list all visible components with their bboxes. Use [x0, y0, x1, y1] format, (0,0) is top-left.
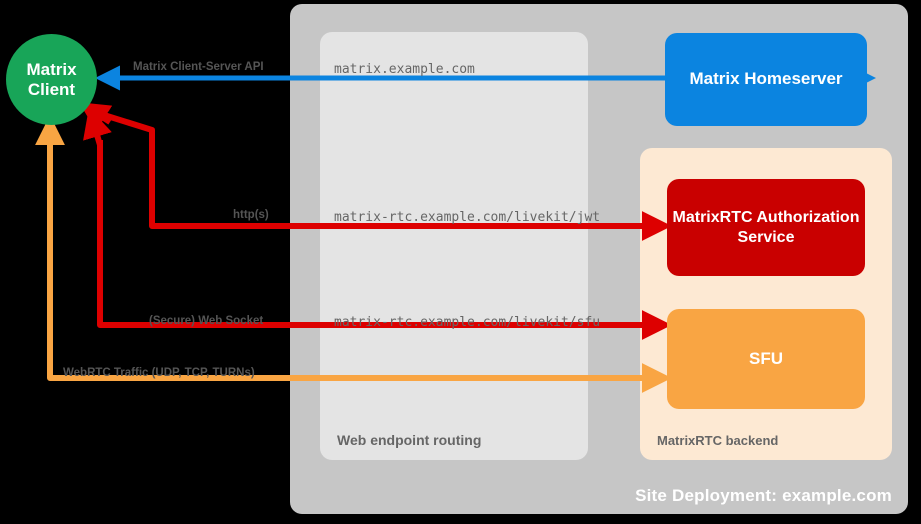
label-http-s: http(s) [233, 209, 269, 221]
node-matrix-homeserver[interactable]: Matrix Homeserver [665, 33, 867, 126]
matrix-client-label-line2: Client [27, 79, 76, 99]
endpoint-matrix-example-com: matrix.example.com [334, 62, 475, 77]
endpoint-livekit-jwt: matrix-rtc.example.com/livekit/jwt [334, 210, 601, 225]
label-matrix-client-server-api: Matrix Client-Server API [133, 61, 264, 73]
matrixrtc-backend-label: MatrixRTC backend [657, 433, 779, 448]
node-matrixrtc-authorization-service[interactable]: MatrixRTC Authorization Service [667, 179, 865, 276]
node-matrix-client[interactable]: Matrix Client [6, 34, 97, 125]
label-webrtc-traffic: WebRTC Traffic (UDP, TCP, TURNs) [63, 367, 255, 379]
web-endpoint-routing-label: Web endpoint routing [337, 432, 482, 448]
endpoint-livekit-sfu: matrix-rtc.example.com/livekit/sfu [334, 315, 601, 330]
node-sfu[interactable]: SFU [667, 309, 865, 409]
matrix-client-label-line1: Matrix [26, 59, 77, 79]
label-secure-web-socket: (Secure) Web Socket [149, 315, 264, 327]
site-deployment-label: Site Deployment: example.com [635, 486, 892, 505]
matrix-homeserver-label: Matrix Homeserver [689, 69, 843, 89]
matrixrtc-authorization-service-label: MatrixRTC Authorization Service [672, 208, 860, 246]
sfu-label: SFU [749, 348, 783, 368]
web-endpoint-routing-container: Web endpoint routing [320, 32, 588, 460]
